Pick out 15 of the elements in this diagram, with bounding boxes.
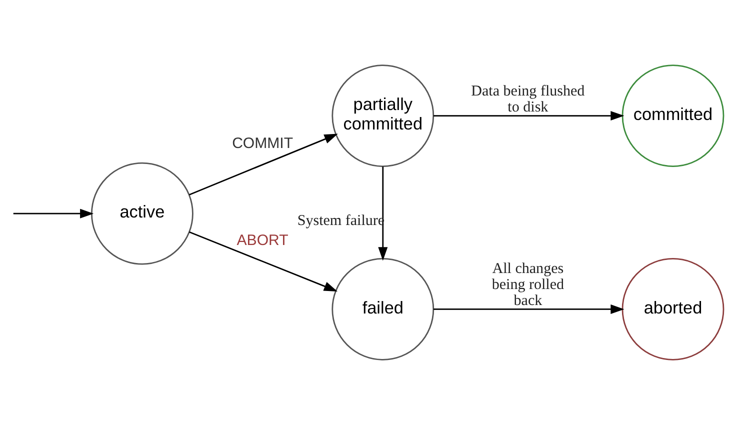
edge-label: ABORT (236, 232, 288, 249)
arrow (189, 231, 338, 292)
arrow (433, 111, 624, 121)
node-circle: aborted (622, 258, 724, 360)
node-circle: active (91, 162, 194, 265)
node-circle: failed (332, 258, 434, 360)
edge-label: All changes being rolled back (492, 260, 564, 310)
node-circle: partially committed (332, 64, 434, 167)
arrow (378, 166, 388, 261)
node-circle: committed (622, 64, 724, 167)
edge-label: COMMIT (232, 135, 294, 152)
arrow (189, 134, 338, 196)
edge-label: Data being flushed to disk (471, 84, 585, 116)
arrow (13, 208, 94, 218)
arrow (433, 304, 624, 314)
